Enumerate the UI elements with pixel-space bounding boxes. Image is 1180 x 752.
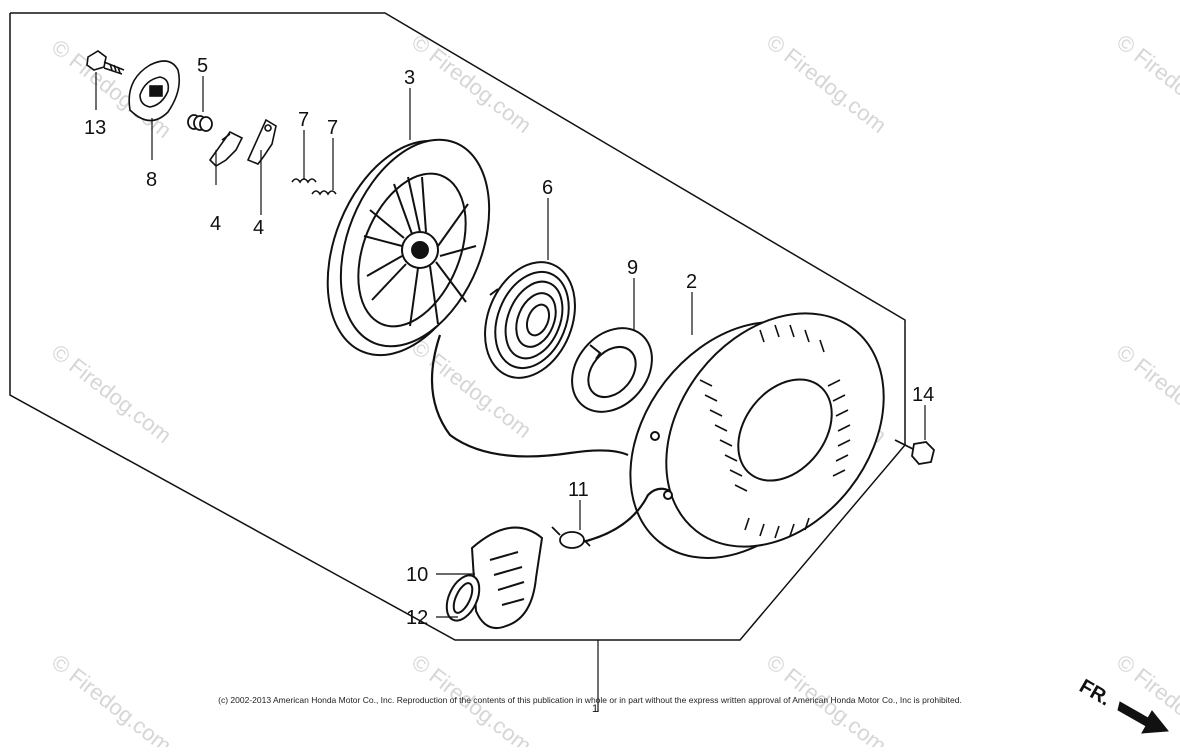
ratchet-4a bbox=[208, 130, 244, 168]
callout-6: 6 bbox=[542, 177, 553, 199]
direction-label: FR. bbox=[1076, 675, 1115, 710]
callouts: 13 8 5 4 4 7 7 3 6 9 2 14 11 10 12 1 bbox=[84, 55, 934, 715]
direction-arrow-icon bbox=[1117, 701, 1169, 734]
insert-12 bbox=[445, 574, 481, 622]
plate-9 bbox=[571, 327, 653, 413]
bolt-13 bbox=[86, 50, 125, 75]
copyright-notice: (c) 2002-2013 American Honda Motor Co., … bbox=[218, 695, 962, 705]
spring-7 bbox=[291, 178, 337, 196]
watermark: © Firedog.com bbox=[1112, 339, 1180, 448]
callout-12: 12 bbox=[406, 607, 428, 629]
callout-5: 5 bbox=[197, 55, 208, 77]
starter-case-2 bbox=[629, 312, 885, 559]
callout-8: 8 bbox=[146, 169, 157, 191]
rope-guide-11 bbox=[551, 526, 591, 549]
callout-4b: 4 bbox=[253, 217, 264, 239]
callout-13: 13 bbox=[84, 117, 106, 139]
assembly-border bbox=[9, 12, 906, 641]
watermark: © Firedog.com bbox=[762, 29, 891, 138]
callout-9: 9 bbox=[627, 257, 638, 279]
watermark: © Firedog.com bbox=[47, 339, 176, 448]
watermark: © Firedog.com bbox=[407, 334, 536, 443]
callout-7b: 7 bbox=[327, 117, 338, 139]
callout-3: 3 bbox=[404, 67, 415, 89]
spring-5 bbox=[187, 114, 213, 132]
callout-11: 11 bbox=[568, 479, 589, 501]
callout-10: 10 bbox=[406, 564, 428, 586]
callout-1: 1 bbox=[592, 703, 598, 715]
callout-2: 2 bbox=[686, 271, 697, 293]
bolt-14 bbox=[894, 439, 935, 465]
spiral-spring-6 bbox=[484, 261, 576, 379]
weight-8 bbox=[128, 60, 181, 122]
watermark: © Firedog.com bbox=[1112, 29, 1180, 138]
grip-10 bbox=[470, 526, 544, 630]
callout-7a: 7 bbox=[298, 109, 309, 131]
callout-4a: 4 bbox=[210, 213, 221, 235]
reel-3 bbox=[326, 138, 491, 357]
ratchet-4b bbox=[246, 118, 277, 165]
watermark: © Firedog.com bbox=[407, 29, 536, 138]
leader-lines bbox=[95, 72, 926, 712]
callout-14: 14 bbox=[912, 384, 934, 406]
starter-rope bbox=[430, 334, 671, 547]
